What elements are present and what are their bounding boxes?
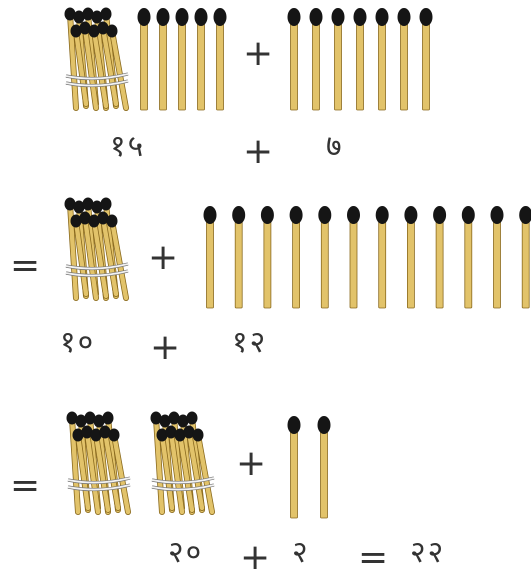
- matchstick-icon: [491, 206, 504, 308]
- matchstick-icon: [318, 206, 331, 308]
- matchstick-bundle-icon: [142, 410, 222, 524]
- number-label: ७: [326, 132, 344, 162]
- number-label: १२: [232, 328, 267, 358]
- matchstick-bundle-icon: [58, 410, 138, 524]
- equals-sign: =: [10, 468, 40, 504]
- matchstick-icon: [195, 8, 208, 110]
- matchstick-icon: [462, 206, 475, 308]
- plus-sign: +: [236, 446, 266, 482]
- match-head: [187, 412, 198, 425]
- matchstick-icon: [288, 8, 301, 110]
- match-head: [101, 198, 112, 211]
- plus-sign: +: [148, 240, 178, 276]
- match-head: [103, 412, 114, 425]
- matchstick-icon: [138, 8, 151, 110]
- number-label: २०: [168, 538, 203, 568]
- matchstick-icon: [376, 8, 389, 110]
- matchstick-icon: [347, 206, 360, 308]
- match-head: [107, 215, 118, 228]
- matchstick-icon: [214, 8, 227, 110]
- number-label: २: [292, 538, 310, 568]
- matchstick-icon: [332, 8, 345, 110]
- matchstick-icon: [310, 8, 323, 110]
- match-head: [109, 429, 120, 442]
- match-head: [193, 429, 204, 442]
- matchstick-icon: [398, 8, 411, 110]
- plus-sign: +: [150, 330, 180, 366]
- matchstick-bundle-icon: [56, 6, 136, 120]
- matchstick-bundle-icon: [56, 196, 136, 310]
- result-label: २२: [410, 538, 445, 568]
- matchstick-icon: [288, 416, 301, 518]
- matchstick-icon: [404, 206, 417, 308]
- matchstick-group: [286, 416, 356, 524]
- matchstick-icon: [290, 206, 303, 308]
- matchstick-icon: [376, 206, 389, 308]
- matchstick-icon: [433, 206, 446, 308]
- number-label: १५: [110, 132, 145, 162]
- matchstick-icon: [232, 206, 245, 308]
- matchstick-group: [202, 206, 531, 314]
- plus-sign: +: [243, 134, 273, 170]
- matchstick-icon: [318, 416, 331, 518]
- match-head: [101, 8, 112, 21]
- plus-sign: +: [243, 36, 273, 72]
- match-head: [107, 25, 118, 38]
- number-label: १०: [60, 328, 95, 358]
- matchstick-icon: [519, 206, 531, 308]
- matchstick-icon: [157, 8, 170, 110]
- matchstick-icon: [204, 206, 217, 308]
- matchstick-icon: [176, 8, 189, 110]
- equals-sign: =: [358, 540, 388, 576]
- matchstick-group: [136, 8, 236, 116]
- matchstick-icon: [354, 8, 367, 110]
- equals-sign: =: [10, 248, 40, 284]
- matchstick-icon: [261, 206, 274, 308]
- plus-sign: +: [240, 540, 270, 576]
- matchstick-group: [286, 8, 446, 116]
- matchstick-icon: [420, 8, 433, 110]
